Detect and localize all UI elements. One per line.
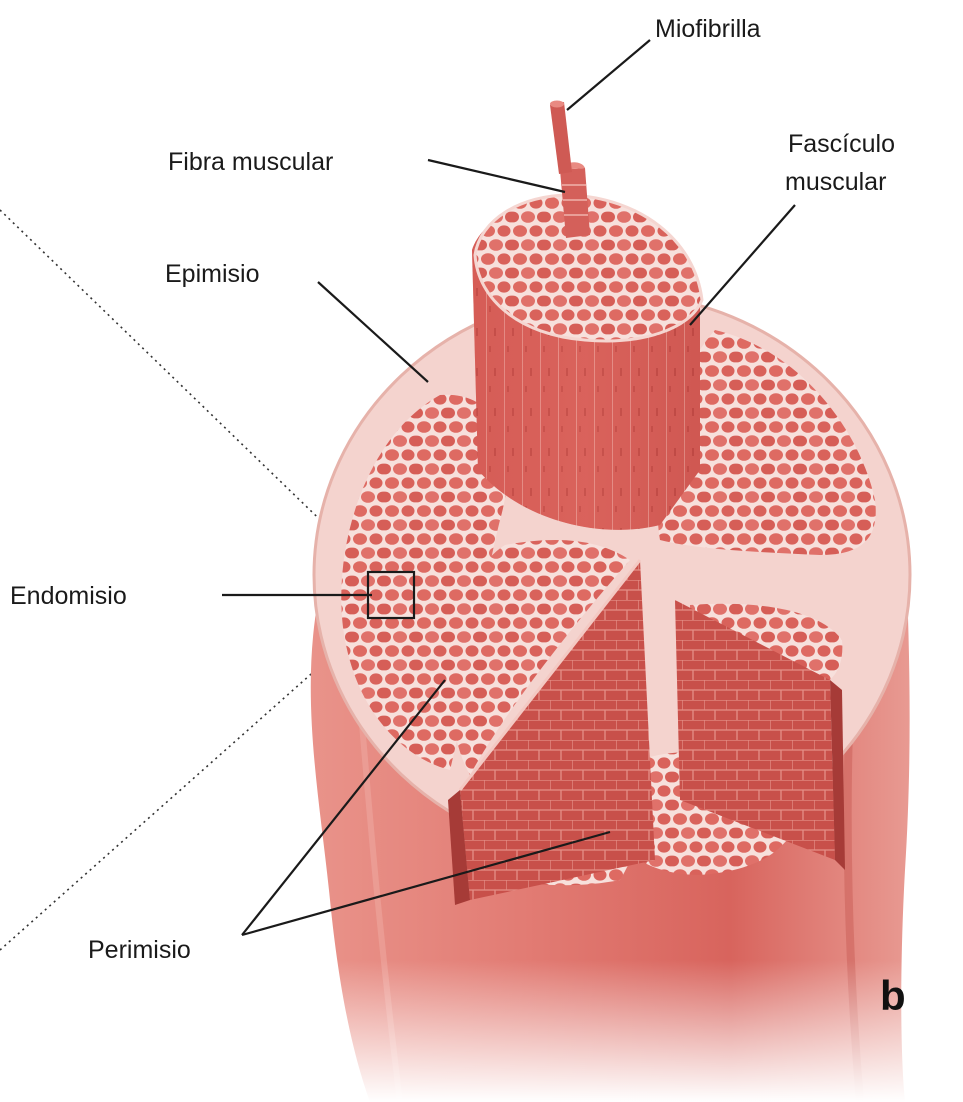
label-endomisio: Endomisio [10, 582, 127, 610]
panel-letter: b [880, 972, 906, 1019]
label-epimisio: Epimisio [165, 260, 259, 288]
label-fasciculo-line2: muscular [785, 168, 886, 196]
fascicle-bundle [472, 195, 702, 530]
label-fibra-muscular: Fibra muscular [168, 148, 333, 176]
myofibril [550, 101, 572, 175]
label-perimisio: Perimisio [88, 936, 191, 964]
label-miofibrilla: Miofibrilla [655, 15, 761, 43]
label-fasciculo-line1: Fascículo [788, 130, 895, 158]
